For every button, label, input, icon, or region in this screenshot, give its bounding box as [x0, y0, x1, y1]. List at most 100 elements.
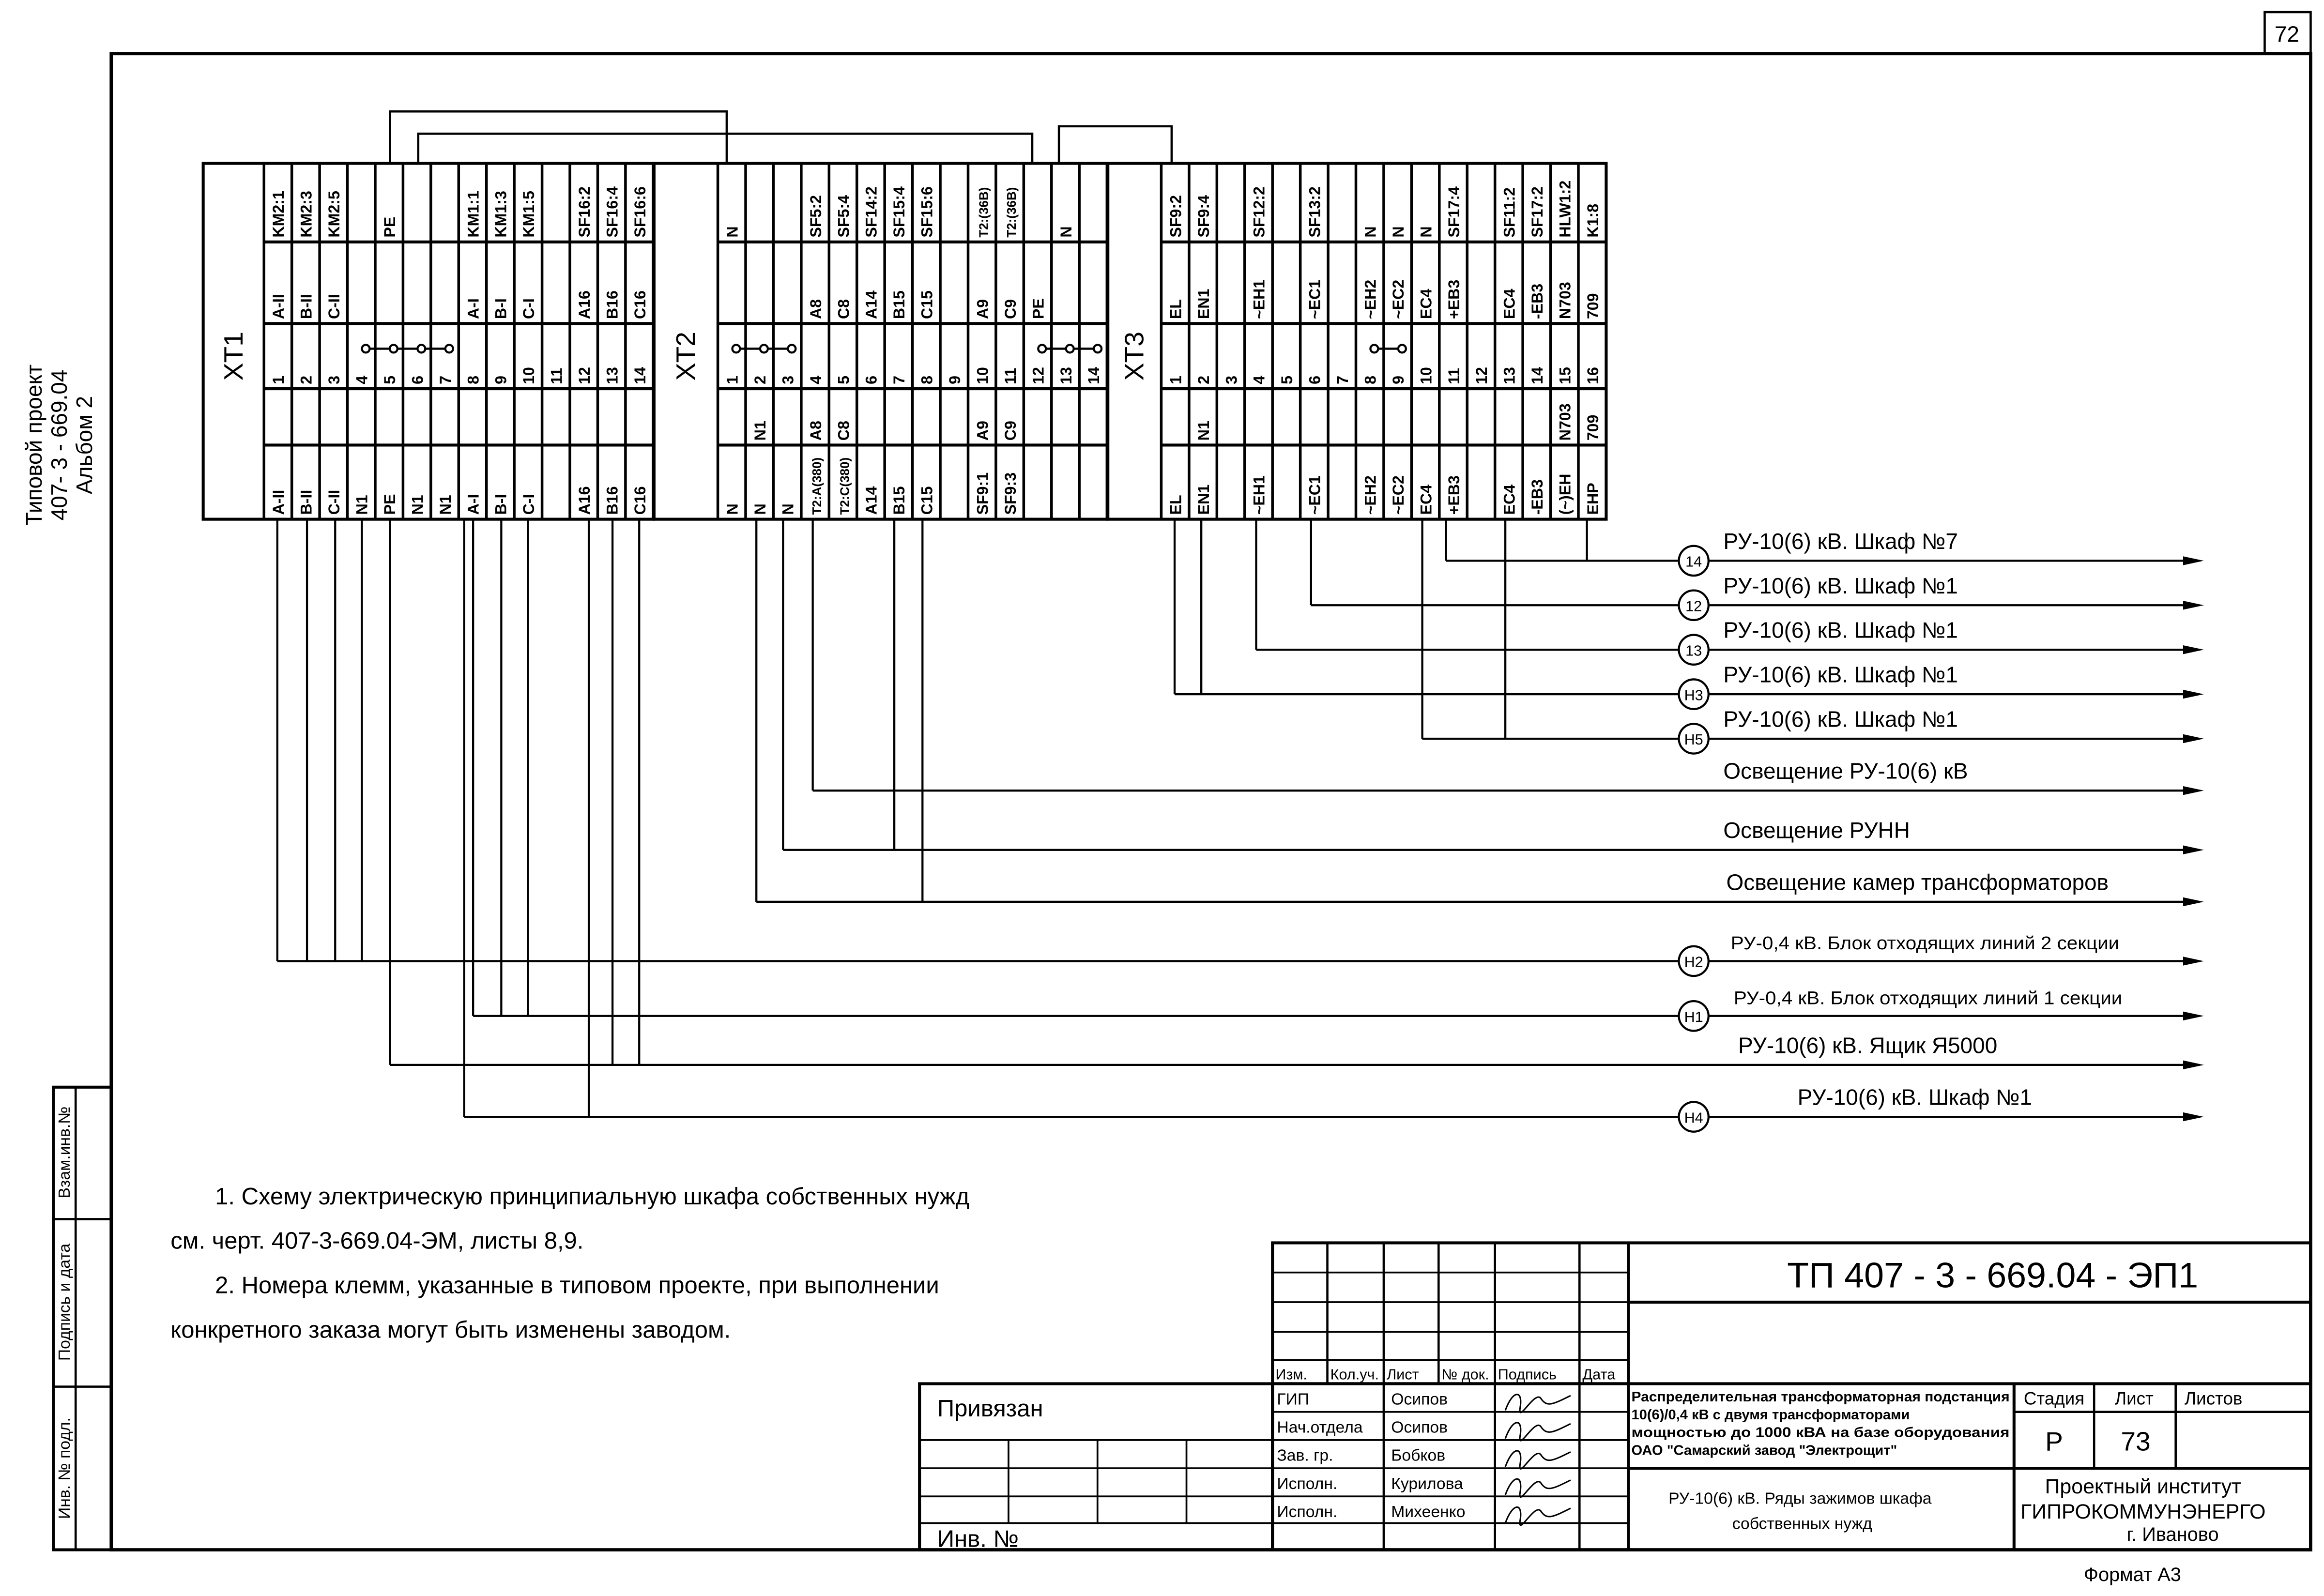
terminal-number: 4: [807, 376, 825, 384]
terminal-label: N: [779, 503, 796, 515]
title-header: Подпись: [1498, 1366, 1557, 1383]
terminal-label: N1: [1195, 421, 1212, 441]
terminal-label: +EB3: [1445, 475, 1463, 515]
terminal-label: -EB3: [1529, 284, 1546, 319]
terminal: KM1:3B-I9B-I: [492, 191, 510, 515]
terminal-number: 12: [1029, 367, 1047, 384]
terminal-number: 9: [1390, 376, 1407, 384]
side-title-line3: Альбом 2: [72, 396, 97, 494]
role-label: Исполн.: [1277, 1475, 1337, 1493]
terminal-label: SF9:3: [1002, 472, 1019, 515]
terminal: KM1:1A-I8A-I: [464, 191, 482, 515]
terminal: 11: [548, 368, 566, 384]
person-name: Осипов: [1391, 1390, 1448, 1408]
terminal: 6N1: [409, 376, 426, 515]
terminal-label: A-II: [270, 490, 287, 515]
terminal-label: PE: [381, 217, 398, 238]
jumper-link: [361, 344, 454, 354]
block-name: XT1: [218, 332, 248, 380]
terminal-label: SF9:1: [974, 472, 991, 515]
stage-value: Р: [2045, 1426, 2063, 1456]
terminal-label: SF15:6: [918, 186, 936, 237]
terminal: 3: [1223, 376, 1240, 384]
terminal-label: A-I: [464, 494, 482, 515]
note-1-cont: см. черт. 407-3-669.04-ЭМ, листы 8,9.: [170, 1228, 583, 1254]
terminal-label: KM1:5: [520, 191, 537, 238]
terminal-label: SF12:2: [1251, 186, 1268, 237]
terminal-label: N: [1361, 226, 1379, 237]
project-line-3: мощностью до 1000 кВА на базе оборудован…: [1631, 1425, 2009, 1441]
terminal: N1N: [724, 226, 741, 515]
terminal-label: ~EH2: [1361, 280, 1379, 319]
output-label: РУ-10(6) кВ. Ящик Я5000: [1738, 1033, 1997, 1058]
note-2: 2. Номера клемм, указанные в типовом про…: [215, 1273, 939, 1299]
terminal-number: 11: [1445, 368, 1463, 384]
terminal-number: 6: [863, 376, 880, 384]
terminal-label: C16: [631, 290, 649, 319]
output-line: Освещение камер трансформаторов: [755, 519, 2204, 907]
terminal-number: 3: [1223, 376, 1240, 384]
terminal-label: N: [1057, 226, 1075, 237]
terminal-label: SF16:6: [631, 186, 649, 237]
block-name: XT2: [671, 332, 701, 380]
terminal-label: SF13:2: [1306, 186, 1324, 237]
side-title-line2: 407- 3 - 669.04: [46, 370, 72, 521]
terminal-label: EN1: [1195, 289, 1212, 319]
terminal-label: B16: [603, 486, 621, 515]
terminal-label: ~EC1: [1306, 475, 1324, 515]
terminal-label: T2:(36B): [1004, 187, 1019, 238]
terminal-number: 6: [1306, 376, 1324, 384]
stage-label: Стадия: [2024, 1388, 2084, 1408]
terminal-label: EC4: [1417, 485, 1435, 515]
terminal-label: EL: [1167, 495, 1184, 515]
terminal-label: EHP: [1584, 483, 1602, 515]
terminal-label: +EB3: [1445, 280, 1463, 319]
terminal-number: 14: [1085, 367, 1102, 384]
terminal-number: 5: [381, 376, 398, 384]
terminal-number: 7: [1334, 376, 1351, 384]
terminal-label: 709: [1584, 293, 1602, 319]
role-label: Исполн.: [1277, 1503, 1337, 1521]
terminal-label: B16: [603, 290, 621, 319]
terminal-label: 709: [1584, 415, 1602, 441]
terminal-label: SF14:2: [863, 186, 880, 237]
arrow-icon: [2183, 1011, 2204, 1020]
terminal-label: N: [724, 226, 741, 237]
terminal-label: -EB3: [1529, 479, 1546, 515]
terminal-label: SF9:4: [1195, 195, 1212, 238]
terminal: 12: [1473, 367, 1490, 384]
sheets-label: Листов: [2185, 1388, 2242, 1408]
terminal-label: B-II: [298, 490, 315, 515]
jumper-link: [1037, 344, 1103, 354]
inv-label: Инв. №: [937, 1526, 1019, 1552]
strip-label-signature-date: Подпись и дата: [56, 1244, 74, 1361]
terminal-label: C-I: [520, 298, 537, 319]
signature: [1504, 1422, 1571, 1442]
terminal-label: T2:A(380): [810, 457, 824, 515]
bound-label: Привязан: [937, 1396, 1043, 1422]
output-label: РУ-10(6) кВ. Шкаф №1: [1798, 1085, 2033, 1110]
side-title: Типовой проект 407- 3 - 669.04 Альбом 2: [21, 365, 97, 526]
connection-marker-label: Н4: [1684, 1110, 1703, 1126]
terminal-label: ~EC2: [1390, 475, 1407, 515]
org-line-3: г. Иваново: [2126, 1524, 2218, 1545]
terminal-label: SF17:4: [1445, 186, 1463, 238]
terminal-number: 8: [918, 376, 936, 384]
arrow-icon: [2183, 645, 2204, 654]
connection-marker-label: Н3: [1684, 687, 1703, 703]
terminal-label: KM1:1: [464, 191, 482, 238]
terminal-label: N: [1417, 226, 1435, 237]
terminal-label: C8: [835, 421, 852, 441]
title-header: Кол.уч.: [1330, 1366, 1379, 1383]
